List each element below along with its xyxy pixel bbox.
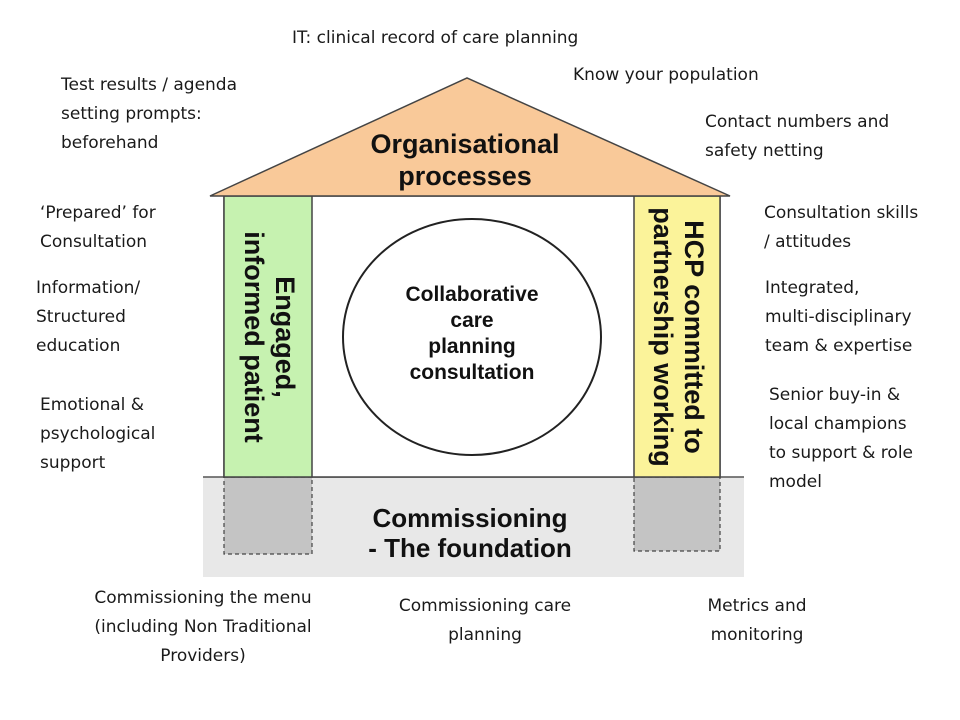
annotation-test-results: Test results / agenda setting prompts: b… [61, 75, 238, 153]
left-pillar-label: Engaged, informed patient [239, 231, 300, 443]
annotation-metrics: Metrics and monitoring [707, 596, 807, 645]
roof-label: Organisational processes [370, 129, 560, 191]
annotation-it-record: IT: clinical record of care planning [292, 28, 579, 48]
center-label: Collaborative care planning consultation [405, 283, 539, 384]
annotation-emotional-support: Emotional & psychological support [40, 395, 156, 473]
annotation-senior-buy-in: Senior buy-in & local champions to suppo… [769, 385, 914, 492]
left-footing [223, 476, 313, 555]
center-circle [342, 218, 602, 456]
foundation-label: Commissioning - The foundation [368, 503, 572, 563]
right-footing [633, 476, 721, 552]
right-pillar-label: HCP committed to partnership working [648, 207, 709, 467]
annotation-know-population: Know your population [573, 65, 759, 85]
left-pillar [223, 195, 313, 478]
annotation-commissioning-menu: Commissioning the menu (including Non Tr… [94, 588, 312, 666]
annotation-integrated-team: Integrated, multi-disciplinary team & ex… [765, 278, 913, 356]
annotation-consultation-skills: Consultation skills / attitudes [764, 203, 919, 252]
annotation-commissioning-care: Commissioning care planning [398, 596, 572, 645]
roof [209, 77, 731, 197]
annotation-prepared: ‘Prepared’ for Consultation [40, 203, 156, 252]
annotation-information: Information/ Structured education [36, 278, 141, 356]
annotation-contact-numbers: Contact numbers and safety netting [705, 112, 890, 161]
